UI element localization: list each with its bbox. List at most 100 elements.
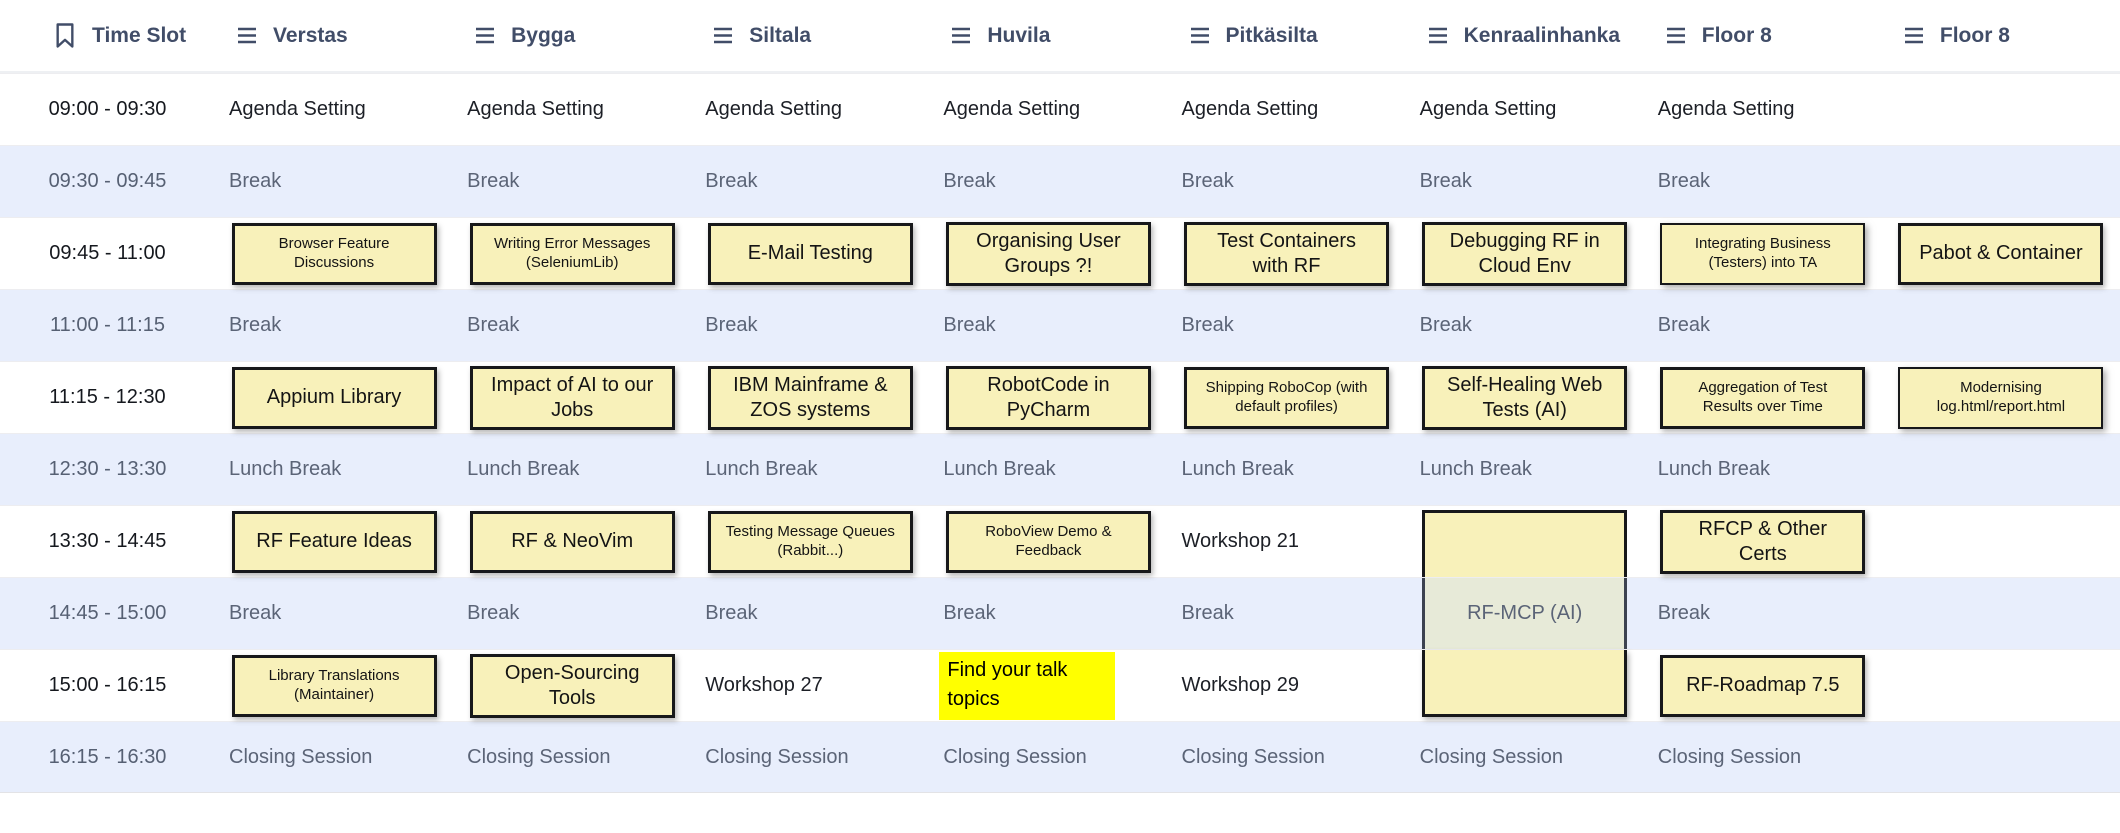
session-card[interactable]: Open-Sourcing Tools	[469, 653, 675, 718]
session-card[interactable]: RobotCode in PyCharm	[945, 365, 1151, 430]
session-card[interactable]: Test Containers with RF	[1184, 221, 1390, 286]
schedule-board: Time Slot Verstas Bygga Siltala Huvila	[0, 0, 2120, 793]
time-slot-label: 12:30 - 13:30	[48, 458, 167, 480]
highlight-note[interactable]: Find your talk topics	[939, 651, 1116, 720]
column-header-label: Bygga	[511, 23, 576, 47]
rows-icon	[1190, 27, 1210, 44]
schedule-row: 15:00 - 16:15 Library Translations (Main…	[0, 649, 2120, 721]
session-card[interactable]: Shipping RoboCop (with default profiles)	[1184, 366, 1390, 429]
session-card[interactable]: RF & NeoVim	[469, 510, 675, 573]
column-header-bygga[interactable]: Bygga	[453, 24, 691, 48]
empty-cell	[1882, 578, 2120, 649]
column-header-label: Huvila	[987, 23, 1051, 47]
schedule-row: 13:30 - 14:45 RF Feature Ideas RF & NeoV…	[0, 505, 2120, 577]
session-label: Agenda Setting	[1419, 98, 1557, 120]
column-header-huvila[interactable]: Huvila	[929, 24, 1167, 48]
session-card[interactable]: Aggregation of Test Results over Time	[1660, 366, 1866, 429]
break-label: Break	[229, 314, 282, 336]
session-card[interactable]: Modernising log.html/report.html	[1898, 366, 2104, 429]
break-label: Lunch Break	[943, 458, 1056, 480]
session-card[interactable]: Appium Library	[231, 366, 437, 429]
column-header-pitkasilta[interactable]: Pitkäsilta	[1168, 24, 1406, 48]
break-label: Closing Session	[1419, 745, 1564, 768]
session-card-tall-mid[interactable]: RF-MCP (AI)	[1422, 578, 1628, 649]
session-label: Agenda Setting	[467, 98, 604, 120]
column-header-siltala[interactable]: Siltala	[691, 24, 929, 48]
schedule-row: 11:00 - 11:15 Break Break Break Break Br…	[0, 289, 2120, 361]
time-slot-label: 15:00 - 16:15	[48, 674, 167, 696]
rows-icon	[951, 27, 971, 44]
column-header-label: Pitkäsilta	[1225, 23, 1318, 47]
break-label: Break	[1181, 314, 1234, 336]
rows-icon	[1666, 27, 1686, 44]
session-label: Workshop 29	[1181, 674, 1299, 696]
time-slot-label: 16:15 - 16:30	[48, 745, 167, 768]
time-slot-label: 11:00 - 11:15	[50, 314, 165, 336]
empty-cell	[1882, 434, 2120, 505]
session-card[interactable]: RFCP & Other Certs	[1660, 509, 1866, 574]
break-label: Lunch Break	[1419, 458, 1532, 480]
session-card[interactable]: IBM Mainframe & ZOS systems	[707, 365, 913, 430]
time-slot-label: 09:00 - 09:30	[48, 98, 167, 120]
time-slot-label: 09:45 - 11:00	[49, 242, 166, 264]
break-label: Break	[943, 602, 996, 624]
column-header-kenraalinhanka[interactable]: Kenraalinhanka	[1406, 24, 1644, 48]
column-header-verstas[interactable]: Verstas	[215, 24, 453, 48]
schedule-row: 09:45 - 11:00 Browser Feature Discussion…	[0, 217, 2120, 289]
schedule-row: 11:15 - 12:30 Appium Library Impact of A…	[0, 361, 2120, 433]
session-card[interactable]: Integrating Business (Testers) into TA	[1660, 222, 1866, 285]
schedule-row: 14:45 - 15:00 Break Break Break Break Br…	[0, 577, 2120, 649]
session-card[interactable]: Impact of AI to our Jobs	[469, 365, 675, 430]
schedule-row: 16:15 - 16:30 Closing Session Closing Se…	[0, 721, 2120, 793]
time-slot-label: 14:45 - 15:00	[48, 602, 167, 624]
rows-icon	[1428, 27, 1448, 44]
break-label: Break	[1181, 602, 1234, 624]
session-card[interactable]: E-Mail Testing	[707, 222, 913, 285]
session-card[interactable]: RF Feature Ideas	[231, 510, 437, 573]
column-header-label: Time Slot	[92, 23, 187, 47]
column-header-label: Kenraalinhanka	[1463, 23, 1621, 47]
break-label: Break	[943, 170, 996, 192]
schedule-row: 09:00 - 09:30 Agenda Setting Agenda Sett…	[0, 73, 2120, 145]
rows-icon	[1904, 27, 1924, 44]
break-label: Closing Session	[1181, 745, 1325, 768]
column-header-label: Verstas	[273, 23, 348, 47]
empty-cell	[1882, 506, 2120, 577]
session-card-tall-bottom[interactable]	[1422, 650, 1628, 717]
column-header-floor8-a[interactable]: Floor 8	[1644, 24, 1882, 48]
time-slot-label: 09:30 - 09:45	[48, 170, 167, 192]
rows-icon	[475, 27, 495, 44]
session-card[interactable]: RoboView Demo & Feedback	[945, 510, 1151, 573]
empty-cell	[1882, 722, 2120, 792]
session-card[interactable]: Testing Message Queues (Rabbit...)	[707, 510, 913, 573]
empty-cell	[1882, 290, 2120, 361]
break-label: Break	[467, 170, 520, 192]
session-card[interactable]: Library Translations (Maintainer)	[231, 654, 437, 717]
break-label: Closing Session	[943, 745, 1087, 768]
break-label: Break	[1419, 170, 1472, 192]
schedule-row: 09:30 - 09:45 Break Break Break Break Br…	[0, 145, 2120, 217]
break-label: Break	[1181, 170, 1234, 192]
rows-icon	[237, 27, 257, 44]
session-card[interactable]: Writing Error Messages (SeleniumLib)	[469, 222, 675, 285]
break-label: Lunch Break	[229, 458, 342, 480]
break-label: Closing Session	[229, 745, 373, 768]
rows-icon	[713, 27, 733, 44]
column-header-floor8-b[interactable]: Floor 8	[1882, 24, 2120, 48]
session-card[interactable]: RF-Roadmap 7.5	[1660, 654, 1866, 717]
break-label: Lunch Break	[467, 458, 580, 480]
header-row: Time Slot Verstas Bygga Siltala Huvila	[0, 0, 2120, 73]
column-header-time-slot[interactable]: Time Slot	[0, 22, 215, 49]
session-card[interactable]: Browser Feature Discussions	[231, 222, 437, 285]
break-label: Closing Session	[705, 745, 849, 768]
session-card[interactable]: Debugging RF in Cloud Env	[1422, 221, 1628, 286]
session-card-tall-top[interactable]	[1422, 510, 1628, 577]
session-card[interactable]: Self-Healing Web Tests (AI)	[1422, 365, 1628, 430]
empty-cell	[1882, 74, 2120, 145]
session-label: Workshop 21	[1181, 530, 1299, 552]
session-card[interactable]: Organising User Groups ?!	[945, 221, 1151, 286]
break-label: Lunch Break	[705, 458, 818, 480]
break-label: Break	[229, 602, 282, 624]
schedule-row: 12:30 - 13:30 Lunch Break Lunch Break Lu…	[0, 433, 2120, 505]
session-card[interactable]: Pabot & Container	[1898, 222, 2104, 285]
